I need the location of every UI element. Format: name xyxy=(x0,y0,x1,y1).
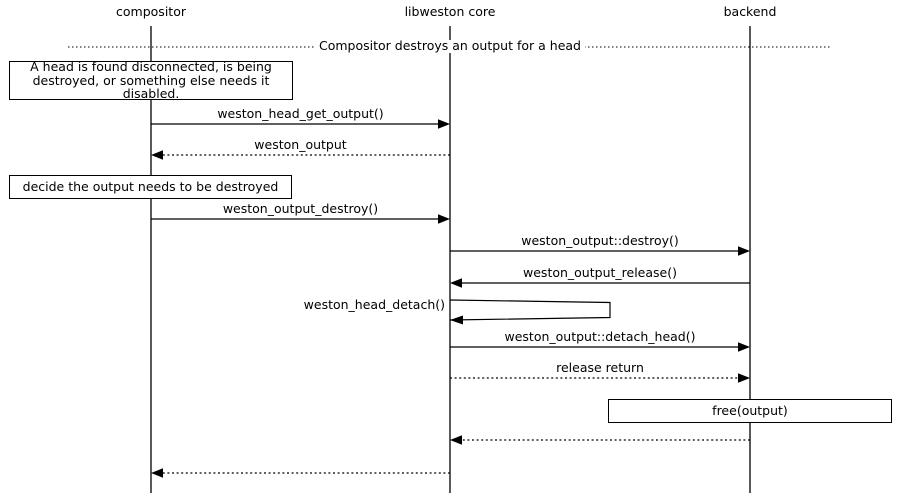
msg-weston-output-detach-head-label: weston_output::detach_head() xyxy=(501,330,699,344)
msg-core-return-arrowhead xyxy=(151,468,163,478)
msg-release-return-label: release return xyxy=(553,361,647,375)
msg-weston-head-get-output-arrowhead xyxy=(438,119,450,129)
msg-weston-head-get-output-label: weston_head_get_output() xyxy=(214,107,387,121)
msg-weston-output-destroy-vfunc-arrowhead xyxy=(738,246,750,256)
separator-label: Compositor destroys an output for a head xyxy=(315,39,585,53)
note-free-output-text: free(output) xyxy=(712,403,788,419)
msg-release-return-arrowhead xyxy=(738,373,750,383)
note-head-disconnected-text: A head is found disconnected, is being d… xyxy=(30,59,272,102)
msg-weston-output-release-label: weston_output_release() xyxy=(520,266,680,280)
msg-weston-output-destroy-label: weston_output_destroy() xyxy=(219,202,382,216)
msg-backend-return-arrowhead xyxy=(450,435,462,445)
msg-weston-head-detach-label: weston_head_detach() xyxy=(300,298,448,312)
actor-label-backend: backend xyxy=(723,4,777,19)
note-decide-destroy-text: decide the output needs to be destroyed xyxy=(22,179,279,195)
msg-weston-output-return-label: weston_output xyxy=(251,138,350,152)
msg-weston-output-detach-head-arrowhead xyxy=(738,342,750,352)
msg-weston-output-destroy-vfunc-label: weston_output::destroy() xyxy=(518,234,682,248)
messages-layer xyxy=(151,119,750,478)
msg-weston-head-detach-arrowhead xyxy=(450,315,463,325)
note-head-disconnected: A head is found disconnected, is being d… xyxy=(9,59,293,102)
msg-weston-output-return-arrowhead xyxy=(151,150,163,160)
msg-weston-head-detach-path xyxy=(449,299,611,321)
actor-label-compositor: compositor xyxy=(116,4,186,19)
note-decide-destroy: decide the output needs to be destroyed xyxy=(9,175,292,199)
note-free-output: free(output) xyxy=(608,399,892,423)
actor-label-libweston-core: libweston core xyxy=(404,4,496,19)
msg-weston-output-destroy-arrowhead xyxy=(438,214,450,224)
msg-weston-output-release-arrowhead xyxy=(450,278,462,288)
